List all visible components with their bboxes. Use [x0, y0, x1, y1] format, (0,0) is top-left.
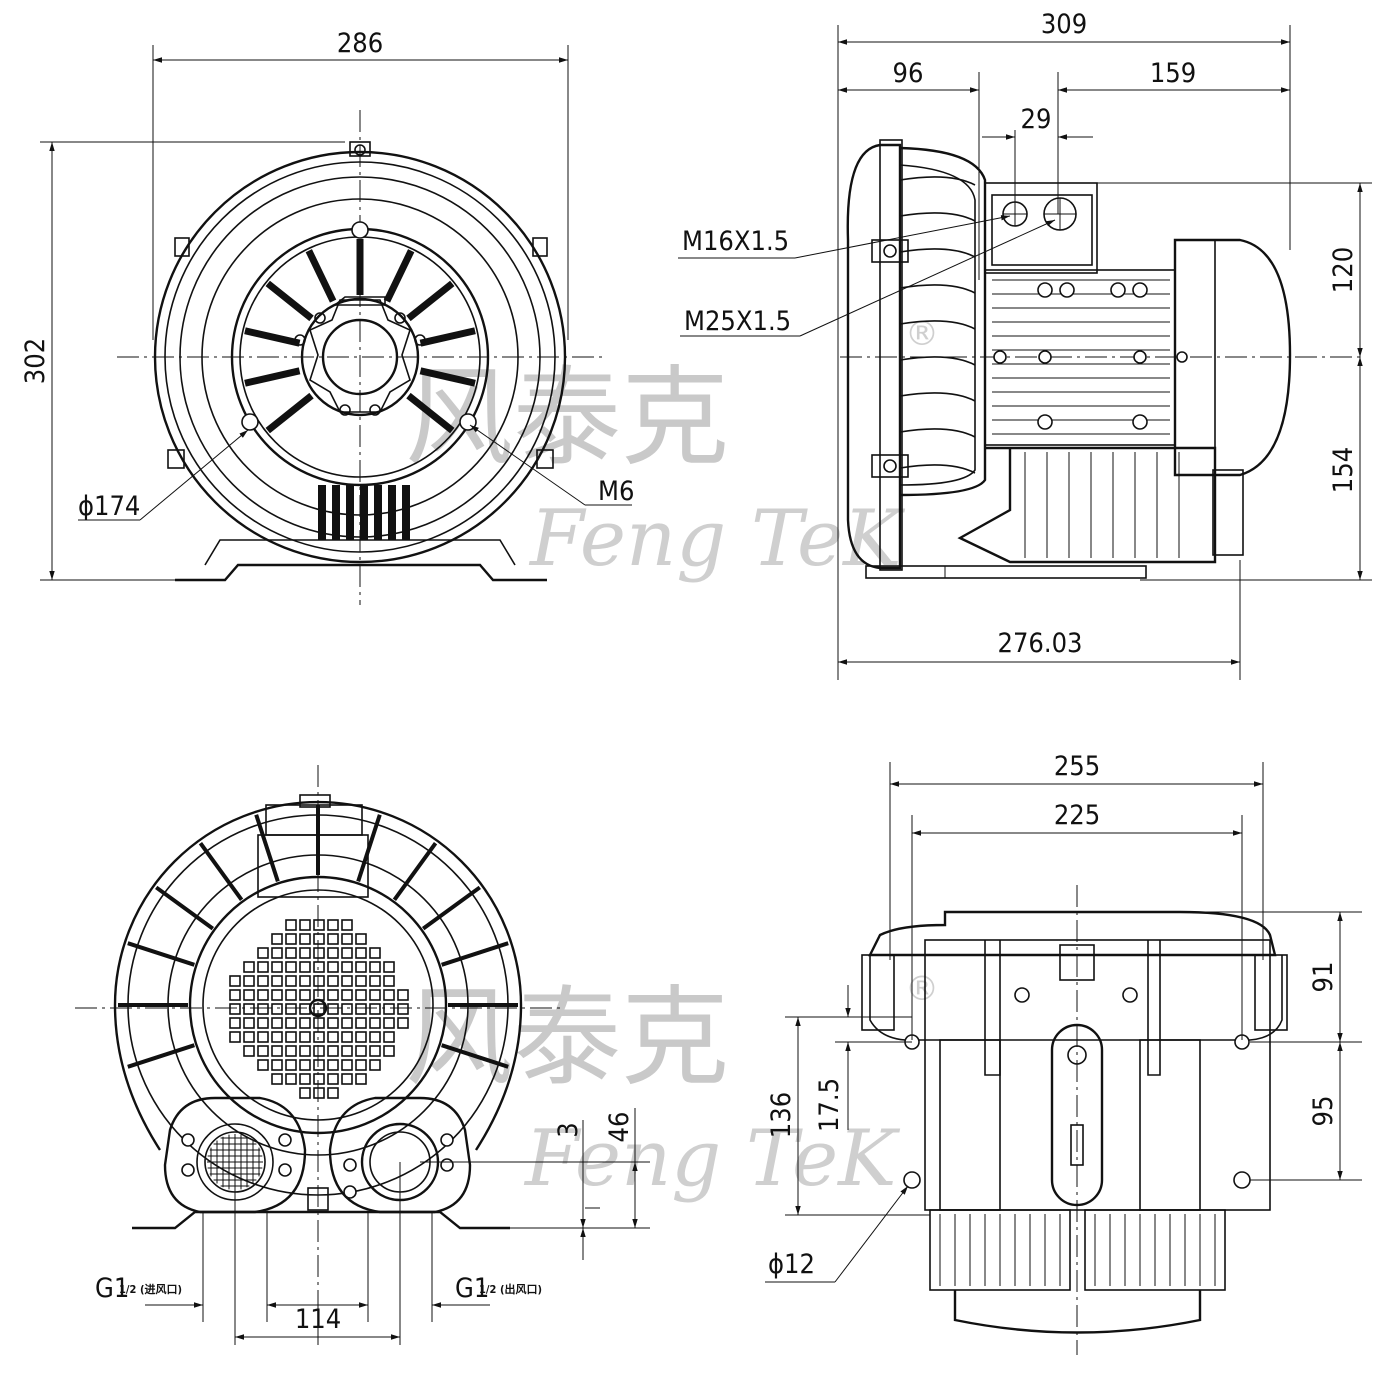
dim-diameter-174: ϕ174	[78, 491, 140, 522]
outlet-note: (出风口)	[500, 1282, 542, 1296]
dim-154: 154	[1328, 447, 1359, 493]
dim-136: 136	[766, 1092, 797, 1138]
dim-95: 95	[1308, 1096, 1339, 1127]
dim-120: 120	[1328, 247, 1359, 293]
dim-91: 91	[1308, 962, 1339, 993]
watermark-english: Feng TeK	[528, 494, 906, 584]
front-view: 286 302 ϕ174 M6	[20, 28, 634, 605]
dim-286: 286	[337, 28, 383, 59]
watermark-chinese-lower: 风泰克	[405, 976, 729, 1101]
watermark-registered-mark-lower: ®	[905, 969, 939, 1009]
inlet-size: 1/2	[119, 1283, 137, 1296]
watermark-chinese: 风泰克	[405, 356, 729, 481]
dim-17-5: 17.5	[814, 1078, 845, 1132]
dim-276-03: 276.03	[998, 628, 1083, 659]
dim-159: 159	[1150, 58, 1196, 89]
outlet-size: 1/2	[479, 1283, 497, 1296]
inlet-thread: G1	[95, 1273, 129, 1304]
dim-255: 255	[1054, 751, 1100, 782]
dim-302: 302	[20, 338, 51, 384]
watermark-registered-mark: ®	[905, 314, 939, 354]
watermark-english-lower: Feng TeK	[523, 1114, 901, 1204]
rear-view: 3 46 G1 1/2 (进风口) G1 1/2 (出风口) 114	[75, 765, 650, 1345]
dim-3: 3	[553, 1122, 584, 1137]
dim-225: 225	[1054, 800, 1100, 831]
label-m25x1-5: M25X1.5	[684, 306, 791, 337]
side-view: 309 96 159 29 120 154 276.03 M16X1.5 M25…	[678, 9, 1372, 680]
dim-29: 29	[1021, 104, 1052, 135]
inlet-note: (进风口)	[140, 1282, 182, 1296]
label-m6: M6	[598, 476, 634, 507]
dim-309: 309	[1041, 9, 1087, 40]
outlet-thread: G1	[455, 1273, 489, 1304]
label-m16x1-5: M16X1.5	[682, 226, 789, 257]
dim-diameter-12: ϕ12	[768, 1249, 815, 1280]
dim-114: 114	[295, 1304, 341, 1335]
dim-96: 96	[893, 58, 924, 89]
bottom-view: 255 225 136 17.5 91 95 ϕ12	[765, 751, 1362, 1355]
dim-46: 46	[604, 1112, 635, 1143]
watermark: 风泰克 ® Feng TeK 风泰克 ® Feng TeK	[405, 314, 939, 1204]
